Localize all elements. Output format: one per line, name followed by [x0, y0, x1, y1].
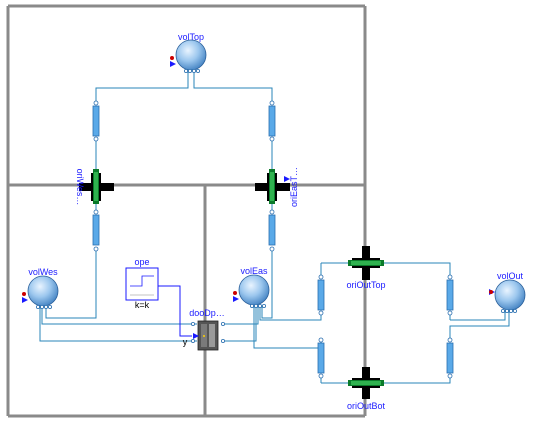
- volume-out[interactable]: [489, 279, 526, 313]
- pipe-east-upper: [268, 105, 276, 137]
- label-orifice-out-bot: oriOutBot: [347, 401, 386, 411]
- label-ope: ope: [134, 257, 149, 267]
- label-voleas: volEas: [240, 266, 268, 276]
- pipe-west-lower: [92, 214, 100, 246]
- volume-west[interactable]: [22, 275, 59, 309]
- label-volwes: volWes: [28, 267, 58, 277]
- door-block[interactable]: [190, 320, 225, 351]
- pipe-resistors: [92, 100, 454, 379]
- label-door-y: y: [183, 337, 188, 347]
- orifice-east[interactable]: [255, 169, 290, 204]
- label-volout: volOut: [497, 271, 524, 281]
- label-orifice-east: oriEasT…: [289, 167, 299, 207]
- pipe-out-bot-right: [446, 342, 454, 374]
- pipe-west-upper: [92, 105, 100, 137]
- pipe-out-top-right: [446, 279, 454, 311]
- label-door: dooDp…: [189, 308, 225, 318]
- orifice-out-bot[interactable]: [348, 367, 384, 399]
- label-voltop: volTop: [178, 32, 204, 42]
- label-orifice-west: oriWes…: [75, 169, 85, 206]
- pipe-east-lower: [268, 214, 276, 246]
- volume-east[interactable]: [233, 274, 270, 308]
- pipe-out-top-left: [317, 279, 325, 311]
- signal-connections: [158, 285, 192, 337]
- orifice-out-top[interactable]: [348, 246, 384, 280]
- label-ope-param: k=k: [135, 300, 150, 310]
- pipe-out-bot-left: [317, 342, 325, 374]
- volume-top[interactable]: [170, 39, 207, 74]
- room-walls: [6, 4, 367, 418]
- orifice-west[interactable]: [79, 169, 114, 204]
- operation-signal-block[interactable]: [125, 267, 159, 301]
- label-orifice-out-top: oriOutTop: [346, 280, 385, 290]
